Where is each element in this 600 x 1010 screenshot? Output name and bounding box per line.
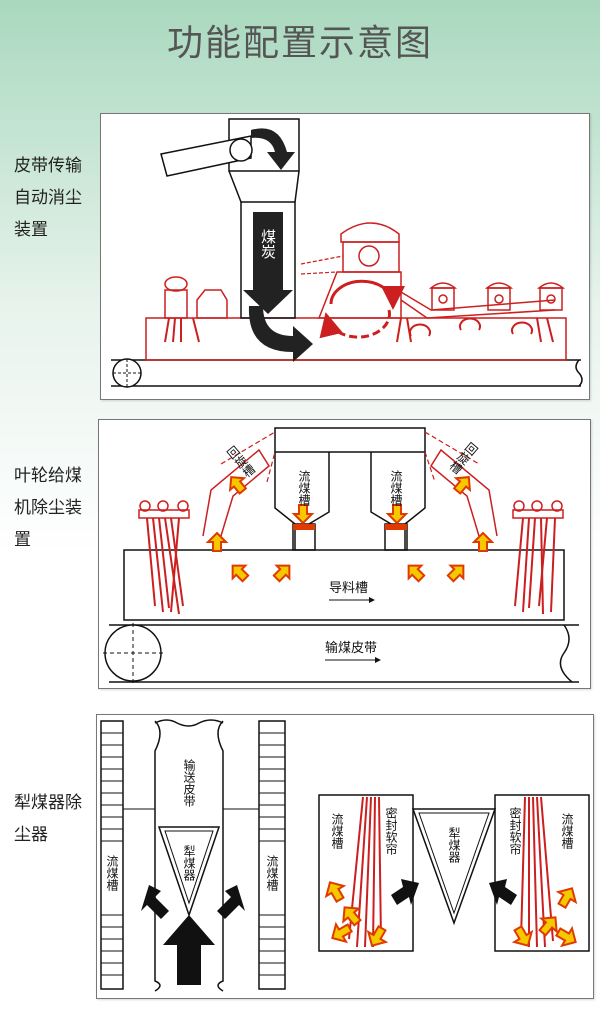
belt-label: 输煤皮带 (325, 640, 377, 656)
flow-trough-right-label: 流煤槽 (389, 470, 403, 507)
plow-left-label: 犁煤器 (182, 845, 196, 882)
flow-trough-b-label: 流煤槽 (265, 855, 279, 892)
page-title: 功能配置示意图 (166, 23, 433, 64)
coal-label: 煤炭 (259, 229, 277, 259)
belt-dust-diagram: 煤炭 (100, 113, 590, 400)
plow-right-label: 犁煤器 (447, 827, 461, 864)
guide-trough-label: 导料槽 (329, 581, 368, 596)
impeller-dust-diagram: 回旋槽 回旋槽 流煤槽 流煤槽 导料槽 输煤皮带 (98, 419, 591, 689)
seal-right-label: 密封软帘 (508, 806, 522, 856)
pulley-icon (112, 358, 142, 388)
seal-left-label: 密封软帘 (384, 806, 398, 856)
flow-trough-a-label: 流煤槽 (105, 855, 119, 892)
flow-trough-left-label: 流煤槽 (297, 470, 311, 507)
section-label-plow-dust: 犁煤器除尘器 (14, 793, 82, 845)
section-label-impeller-dust: 叶轮给煤机除尘装置 (14, 466, 82, 550)
conveyor-label: 输送皮带 (182, 758, 196, 807)
section-label-belt-dust: 皮带传输自动消尘装置 (14, 156, 82, 240)
flow-trough-c-label: 流煤槽 (330, 813, 344, 850)
flow-trough-d-label: 流煤槽 (560, 813, 574, 850)
plow-dust-diagram: 流煤槽 输送皮带 犁煤器 流煤槽 流煤槽 密封软帘 犁煤器 密封软帘 流煤槽 (96, 714, 594, 999)
